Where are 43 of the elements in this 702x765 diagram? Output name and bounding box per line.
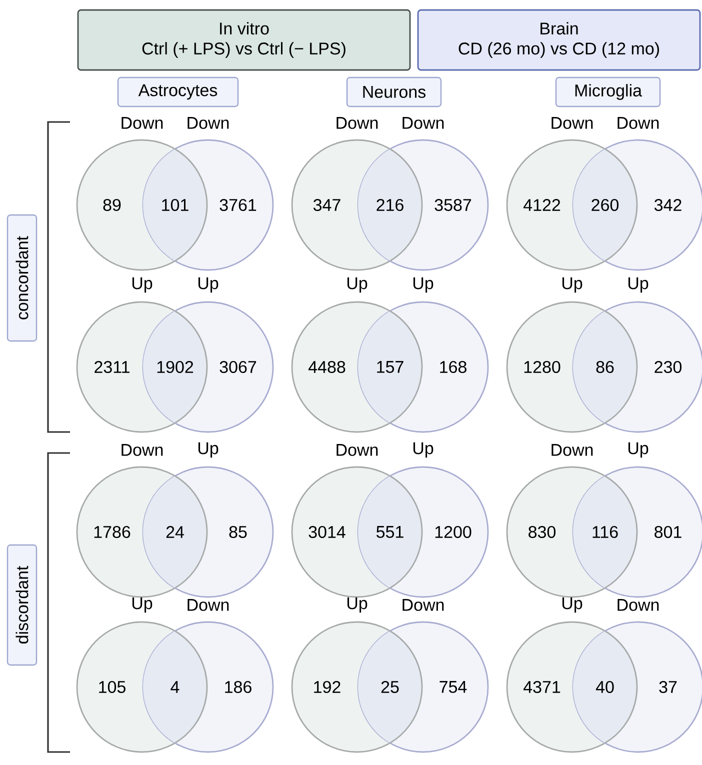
overlap-count: 116	[592, 526, 618, 538]
direction-label: Up	[198, 277, 218, 293]
overlap-count: 216	[376, 198, 404, 212]
direction-label: Down	[402, 117, 444, 129]
direction-label: Up	[413, 277, 434, 293]
header-box: Brain CD (26 mo) vs CD (12 mo)	[417, 9, 701, 71]
overlap-count: 551	[376, 526, 404, 538]
cell-type-box: Neurons	[346, 76, 442, 108]
group-label-box: discordant	[6, 544, 38, 666]
direction-label: Up	[628, 442, 648, 458]
direction-label: Up	[132, 277, 152, 293]
direction-label: Down	[122, 117, 163, 129]
direction-label: Down	[618, 117, 659, 129]
direction-label: Down	[402, 599, 444, 611]
direction-label: Down	[552, 444, 593, 456]
direction-label: Up	[413, 442, 434, 458]
direction-label: Down	[336, 444, 378, 456]
header-box: In vitro Ctrl (+ LPS) vs Ctrl (− LPS)	[77, 9, 411, 71]
direction-label: Down	[336, 117, 378, 129]
direction-label: Down	[188, 117, 229, 129]
direction-label: Up	[628, 277, 648, 293]
overlap-count: 157	[377, 361, 404, 373]
direction-label: Up	[132, 597, 152, 613]
overlap-count: 1902	[157, 360, 194, 374]
direction-label: Up	[562, 597, 582, 613]
direction-label: Up	[347, 597, 368, 613]
overlap-count: 4	[170, 681, 180, 693]
overlap-count: 86	[596, 360, 614, 374]
overlap-count: 260	[592, 198, 619, 212]
cell-type-box: Microglia	[555, 76, 661, 108]
overlap-count: 40	[596, 680, 614, 694]
group-label-box: concordant	[6, 214, 38, 342]
direction-label: Down	[188, 599, 229, 611]
direction-label: Up	[347, 277, 368, 293]
overlap-count: 25	[381, 680, 399, 694]
overlap-count: 101	[162, 198, 188, 212]
direction-label: Up	[562, 277, 582, 293]
direction-label: Up	[198, 442, 218, 458]
direction-label: Down	[552, 117, 593, 129]
direction-label: Down	[618, 599, 659, 611]
direction-label: Down	[122, 444, 163, 456]
cell-type-box: Astrocytes	[117, 76, 239, 108]
overlap-count: 24	[166, 526, 184, 538]
